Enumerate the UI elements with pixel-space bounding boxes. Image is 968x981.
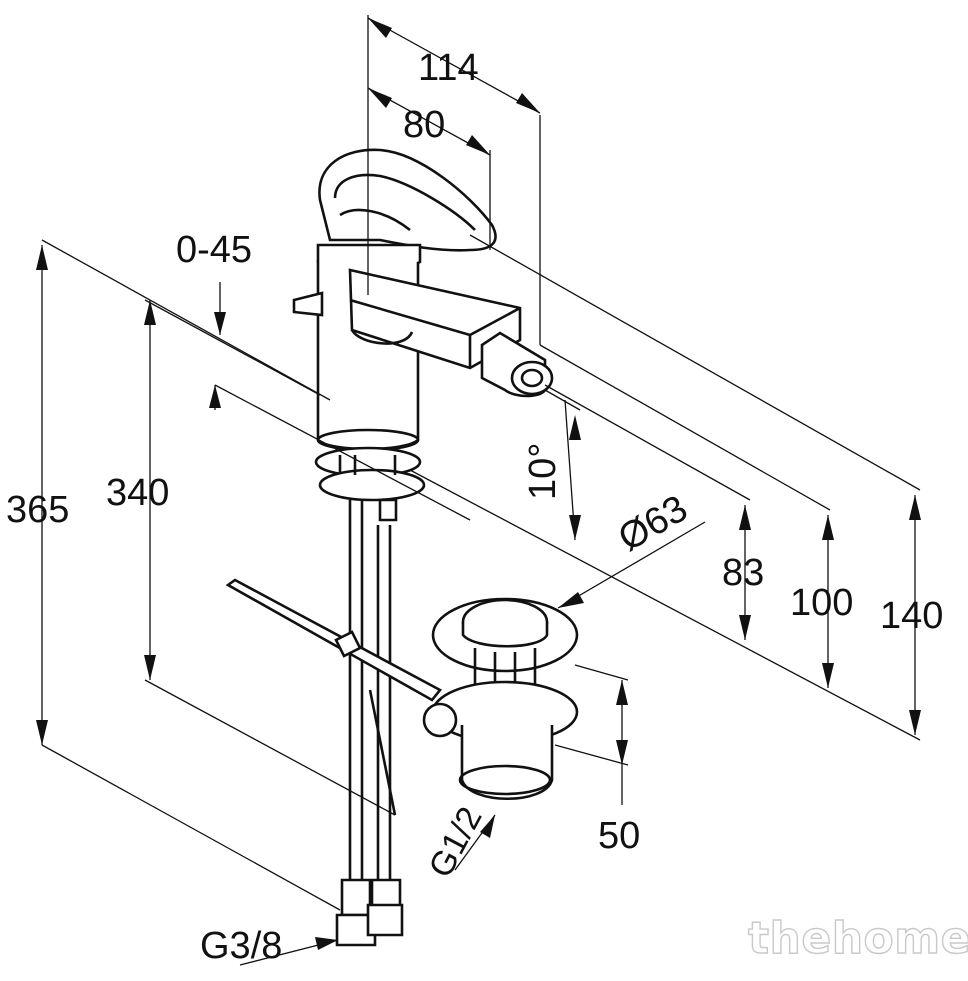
- dim-diameter-63: Ø63: [612, 488, 695, 560]
- thread-g-half: G1/2: [422, 801, 490, 884]
- dim-50: 50: [598, 815, 640, 857]
- dim-83: 83: [722, 552, 764, 594]
- faucet-body: [225, 148, 554, 947]
- watermark: thehome: [748, 913, 968, 964]
- pull-rod: [225, 578, 442, 702]
- dim-80: 80: [403, 104, 445, 146]
- thread-g-3-8: G3/8: [200, 925, 282, 967]
- dim-140: 140: [880, 595, 943, 637]
- dim-340: 340: [106, 472, 169, 514]
- dim-114: 114: [418, 47, 479, 89]
- base-ring-bottom: [318, 468, 426, 502]
- supply-hose-left: [348, 500, 364, 880]
- dim-0-45: 0-45: [176, 229, 252, 271]
- dimension-arrows: [36, 18, 921, 950]
- dim-100: 100: [790, 582, 853, 624]
- supply-hose-right: [376, 525, 392, 880]
- lever-handle: [318, 148, 497, 252]
- pop-up-waste: [422, 597, 579, 801]
- dim-365: 365: [6, 489, 69, 531]
- dimension-labels: 114 80 0-45 365 340 10° Ø63 83 100 140 5…: [6, 47, 943, 967]
- dim-10-degrees: 10°: [522, 443, 564, 500]
